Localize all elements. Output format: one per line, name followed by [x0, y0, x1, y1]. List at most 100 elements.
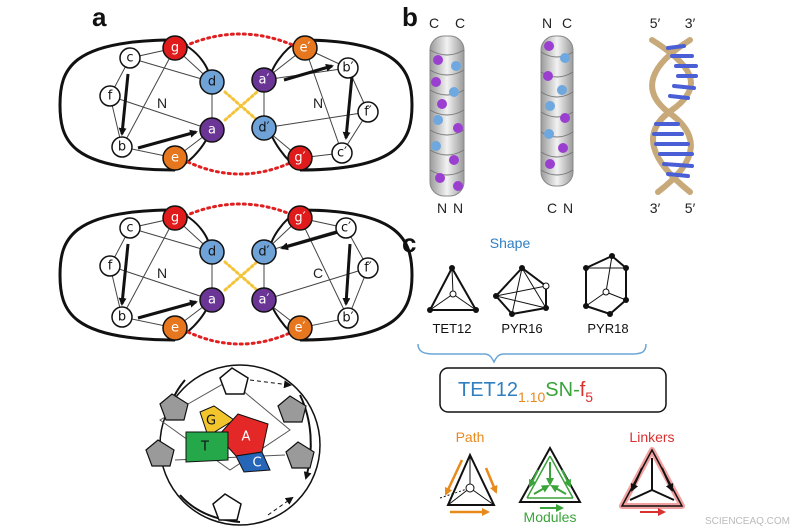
- h2-top-left: N: [542, 15, 552, 31]
- node-gprime-mid-label: g′: [294, 211, 305, 226]
- track-left-top: [58, 38, 176, 172]
- node-b-top-label: b: [118, 140, 126, 155]
- node-g-top: [162, 35, 188, 61]
- track-right-top: [299, 38, 414, 172]
- helical-wheel-top: N N g c d f a b e e′ b′ a′ f′ d′ c′ g′: [58, 32, 414, 176]
- node-c-mid-label: c: [126, 221, 133, 236]
- node-g-mid-label: g: [171, 211, 179, 226]
- shape-pyr16: PYR16: [493, 265, 550, 336]
- modules-triangle: [518, 445, 582, 512]
- modules-label: Modules: [524, 509, 577, 525]
- node-cprime-top-label: c′: [337, 146, 347, 161]
- node-b-mid-label: b: [118, 310, 126, 325]
- node-a-mid: [199, 287, 225, 313]
- coiled-coil-2: N C C N: [540, 15, 574, 216]
- formula-tet12: TET12: [458, 379, 518, 401]
- node-f-top-label: f: [108, 89, 113, 104]
- node-fprime-mid-label: f′: [364, 261, 372, 276]
- dna-top-left: 5′: [650, 15, 661, 31]
- node-e-mid: [162, 315, 188, 341]
- node-dprime-top: [251, 115, 277, 141]
- gold-cross-mid: [223, 260, 259, 292]
- node-d-top-label: d: [208, 75, 216, 90]
- formula-f-sub: 5: [585, 389, 593, 405]
- node-eprime-top: [292, 35, 318, 61]
- shape-bracket: [417, 343, 647, 364]
- gold-cross-top: [223, 90, 259, 122]
- node-d-mid: [199, 239, 225, 265]
- node-e-top-label: e: [171, 151, 179, 166]
- formula-f: f: [580, 379, 586, 401]
- core-label-left-mid: N: [157, 265, 167, 281]
- formula-text: TET121.10SN-f5: [458, 379, 593, 405]
- node-a-top: [199, 117, 225, 143]
- node-f-mid: [99, 255, 121, 277]
- dotted-gg-top: [183, 32, 297, 48]
- node-gprime-top: [287, 145, 313, 171]
- node-eprime-mid-label: e′: [295, 321, 306, 336]
- dna-top-right: 3′: [685, 15, 696, 31]
- pentagon-grey-3: [145, 439, 175, 467]
- shape-pyr18: PYR18: [583, 253, 629, 336]
- node-fprime-top: [357, 101, 379, 123]
- node-bprime-mid: [337, 307, 359, 329]
- node-bprime-top: [337, 57, 359, 79]
- formula-box: [439, 367, 667, 413]
- dna-bottom-right: 5′: [685, 200, 696, 216]
- shape-label-pyr18: PYR18: [587, 321, 628, 336]
- formula-sn: SN-: [545, 379, 579, 401]
- node-eprime-mid: [287, 315, 313, 341]
- dna-base-pairs: [652, 44, 698, 178]
- piece-t-label: T: [200, 440, 209, 455]
- shape-title: Shape: [490, 235, 531, 251]
- helical-wheel-bottom: G A T C: [145, 364, 321, 526]
- node-dprime-mid: [251, 239, 277, 265]
- node-f-mid-label: f: [108, 259, 113, 274]
- pentagon-grey-1: [159, 393, 189, 421]
- path-label: Path: [456, 429, 485, 445]
- node-aprime-mid: [251, 287, 277, 313]
- core-label-left-top: N: [157, 95, 167, 111]
- pentagon-top: [219, 367, 249, 395]
- dotted-ee-mid: [186, 330, 294, 346]
- dotted-gg-mid: [183, 202, 297, 218]
- piece-c: [235, 451, 271, 473]
- node-c-mid: [119, 217, 141, 239]
- panel-letter-a: a: [92, 2, 107, 32]
- node-eprime-top-label: e′: [300, 41, 311, 56]
- node-fprime-top-label: f′: [364, 105, 372, 120]
- pentagon-grey-2: [277, 395, 307, 423]
- piece-g-label: G: [206, 414, 216, 429]
- h1-bottom-left: N: [437, 200, 447, 216]
- node-c-top-label: c: [126, 51, 133, 66]
- piece-c-label: C: [252, 456, 261, 471]
- shape-tet12: TET12: [427, 265, 479, 336]
- dna-double-helix: 5′ 3′ 3′ 5′: [649, 15, 698, 216]
- node-dprime-mid-label: d′: [258, 245, 269, 260]
- watermark-text: SCIENCEAQ.COM: [705, 516, 790, 527]
- piece-t: [185, 431, 229, 463]
- panel-letter-b: b: [402, 2, 418, 32]
- node-e-mid-label: e: [171, 321, 179, 336]
- piece-a-label: A: [242, 430, 251, 445]
- node-aprime-mid-label: a′: [259, 293, 270, 308]
- core-label-right-mid: C: [313, 265, 323, 281]
- panel-letter-c: c: [402, 228, 416, 258]
- h2-top-right: C: [562, 15, 572, 31]
- node-bprime-top-label: b′: [342, 61, 353, 76]
- core-label-right-top: N: [313, 95, 323, 111]
- node-cprime-mid-label: c′: [341, 221, 351, 236]
- h1-top-right: C: [455, 15, 465, 31]
- node-cprime-top: [331, 142, 353, 164]
- h1-bottom-right: N: [453, 200, 463, 216]
- h1-top-left: C: [429, 15, 439, 31]
- node-aprime-top: [251, 67, 277, 93]
- node-a-mid-label: a: [208, 293, 216, 308]
- node-d-mid-label: d: [208, 245, 216, 260]
- shape-label-pyr16: PYR16: [501, 321, 542, 336]
- h2-bottom-right: N: [563, 200, 573, 216]
- node-g-top-label: g: [171, 41, 179, 56]
- node-f-top: [99, 85, 121, 107]
- pentagon-grey-4: [285, 441, 315, 469]
